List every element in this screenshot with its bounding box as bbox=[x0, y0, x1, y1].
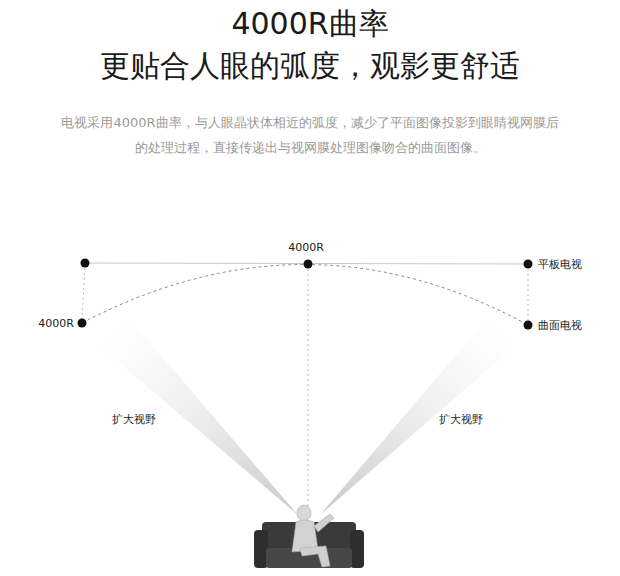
caption: 电视采用4000R曲率，与人眼晶状体相近的弧度，减少了平面图像投影到眼睛视网膜后… bbox=[60, 110, 560, 160]
sofa-with-viewer bbox=[254, 505, 364, 568]
curvature-label: 4000R bbox=[38, 317, 74, 331]
viewer-legs bbox=[300, 546, 330, 567]
view-label: 扩大视野 bbox=[112, 413, 156, 427]
flat-tv-label: 平板电视 bbox=[538, 258, 582, 272]
view-beam-right bbox=[320, 322, 524, 515]
end-dot bbox=[524, 321, 533, 330]
end-dot bbox=[81, 259, 90, 268]
sofa-arm bbox=[254, 530, 268, 568]
center-dot bbox=[304, 260, 313, 269]
sofa-arm bbox=[350, 530, 364, 568]
guide-line bbox=[528, 264, 529, 325]
guide-line bbox=[82, 263, 85, 323]
end-dot bbox=[524, 260, 533, 269]
center-line bbox=[308, 264, 309, 508]
view-label: 扩大视野 bbox=[439, 413, 483, 427]
curved-tv-arc bbox=[82, 264, 528, 325]
subtitle: 更贴合人眼的弧度，观影更舒适 bbox=[100, 48, 520, 84]
end-dot bbox=[78, 319, 87, 328]
viewer-arm bbox=[314, 514, 334, 532]
viewer-head bbox=[297, 505, 311, 521]
title: 4000R曲率 bbox=[231, 6, 388, 42]
view-beam-left bbox=[90, 322, 298, 515]
curvature-label: 4000R bbox=[288, 241, 324, 255]
curved-tv-label: 曲面电视 bbox=[538, 319, 582, 333]
